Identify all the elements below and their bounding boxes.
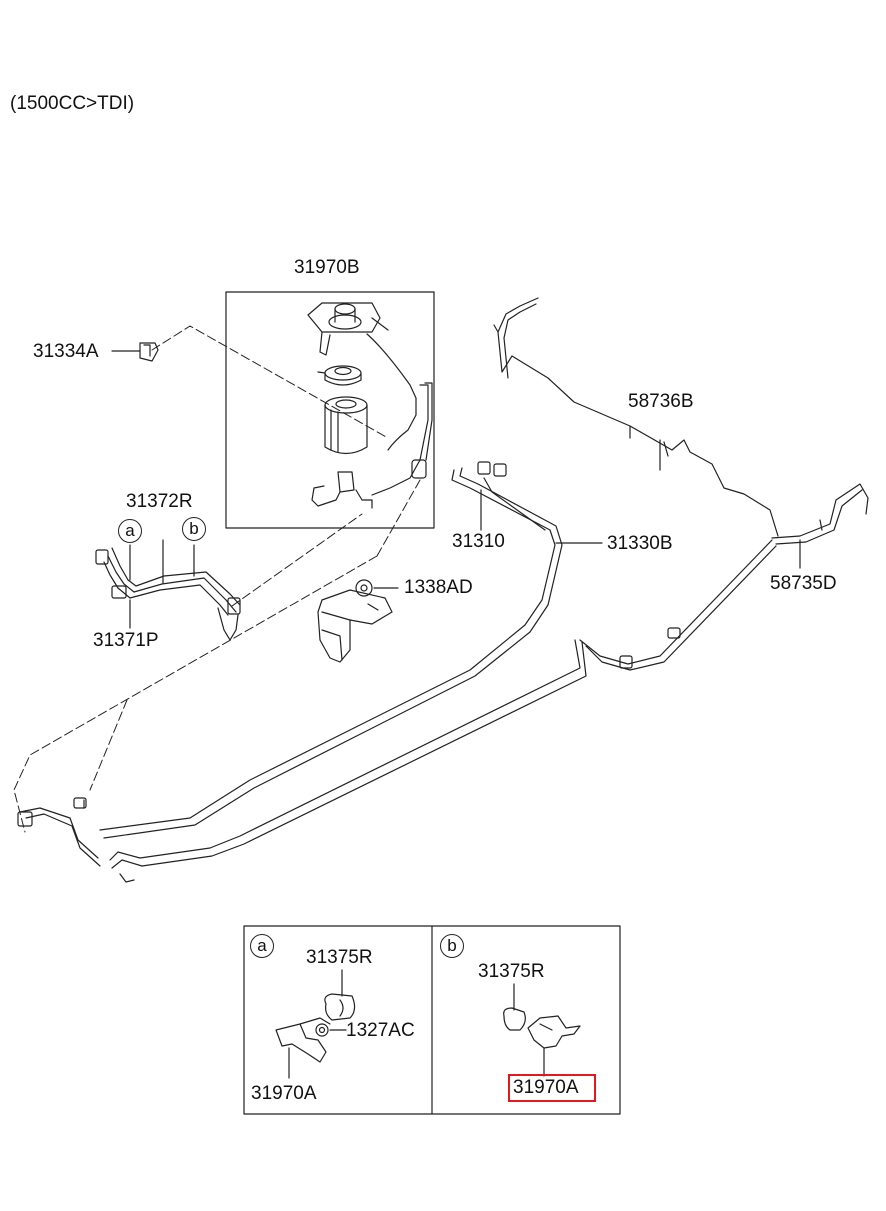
filter-cap [317,365,362,386]
callout-b: b [182,517,206,541]
part-label-31330B: 31330B [607,533,673,554]
fuel-line-58736B [493,297,779,537]
part-label-31334A: 31334A [33,341,99,362]
detail-a-part-31375R: 31375R [306,947,373,968]
filter-sensor [311,471,373,509]
part-label-58736B: 58736B [628,391,694,412]
detail-b-clip [503,1007,581,1049]
highlight-box [508,1074,596,1102]
filter-canister [324,396,368,455]
detail-b-part-31375R: 31375R [478,961,545,982]
fuel-line-lower [17,539,777,883]
part-label-31372R: 31372R [126,491,193,512]
hose-31372R [95,547,241,641]
part-label-1338AD: 1338AD [404,577,473,598]
page-title: (1500CC>TDI) [10,93,135,114]
filter-assembly-box [225,291,435,529]
part-label-31371P: 31371P [93,630,159,651]
fuel-line-58735D [771,483,869,545]
detail-b-marker: b [440,934,464,958]
part-label-58735D: 58735D [770,573,837,594]
detail-a-part-31970A: 31970A [251,1083,317,1104]
detail-a-clip [275,993,356,1063]
detail-a-part-1327AC: 1327AC [346,1020,415,1041]
detail-a-marker: a [250,934,274,958]
nut-1338AD [355,579,373,597]
filter-hose-right [366,333,417,451]
callout-a: a [118,519,142,543]
fuel-filter-housing [307,302,389,356]
part-label-31310: 31310 [452,531,505,552]
detail-b-part-31970A[interactable]: 31970A [513,1077,579,1098]
fuel-line-31330B [99,461,563,839]
filter-bracket [317,589,393,663]
part-label-31970B: 31970B [294,257,360,278]
hose-clip [411,459,427,479]
clip-31334A [139,342,159,362]
